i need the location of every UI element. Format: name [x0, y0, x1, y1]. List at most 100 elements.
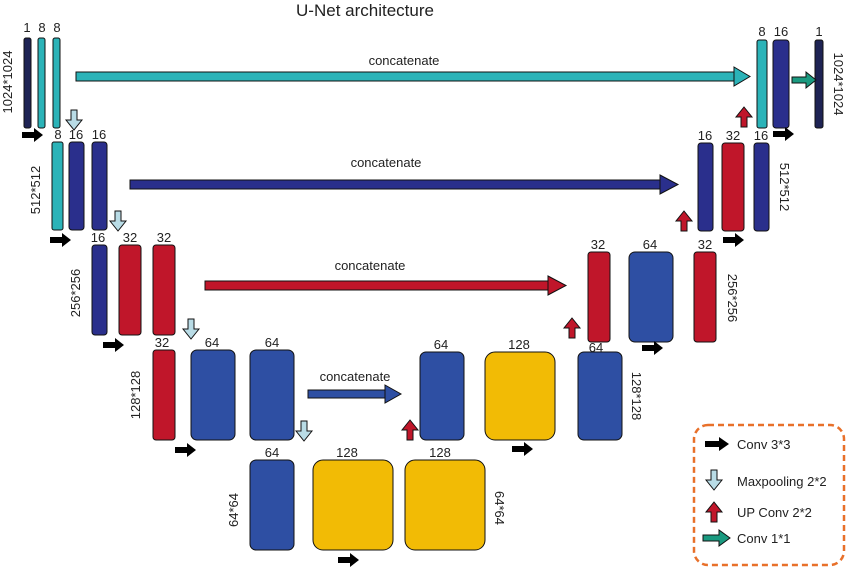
- bottleneck-level: 64 128 128 64*64 64*64: [226, 445, 507, 551]
- upconv-arrow-icon: [734, 106, 754, 128]
- feature-map: [772, 39, 790, 129]
- concat-arrow-shaft: [75, 71, 737, 82]
- encoder-level-4: 32 64 64 128*128: [128, 335, 295, 441]
- feature-map: [312, 459, 394, 551]
- size-label: 64*64: [492, 491, 507, 525]
- feature-map: [693, 251, 717, 343]
- encoder-level-3: 16 32 32 256*256: [68, 230, 176, 336]
- channel-label: 8: [54, 127, 61, 142]
- channel-label: 16: [69, 127, 83, 142]
- feature-map: [190, 349, 236, 441]
- size-label: 256*256: [725, 274, 740, 322]
- legend: Conv 3*3 Maxpooling 2*2 UP Conv 2*2 Conv…: [692, 423, 846, 567]
- concat-arrow-shaft: [129, 179, 663, 190]
- feature-map: [756, 39, 768, 129]
- maxpool-arrow-icon: [108, 210, 128, 232]
- channel-label: 32: [123, 230, 137, 245]
- feature-map: [118, 244, 142, 336]
- upconv-arrow-icon: [400, 419, 420, 441]
- conv1x1-arrow-icon: [791, 70, 817, 90]
- maxpool-arrow-icon: [181, 318, 201, 340]
- conv-arrow-icon: [338, 553, 359, 567]
- feature-map: [249, 349, 295, 441]
- conv-arrow-icon: [22, 128, 43, 142]
- feature-map: [37, 37, 46, 129]
- legend-conv1x1-icon: [702, 529, 731, 547]
- channel-label: 16: [774, 24, 788, 39]
- maxpool-arrow-icon: [64, 109, 84, 131]
- concat-arrow-shaft: [307, 389, 388, 399]
- maxpool-arrows: [64, 109, 314, 442]
- size-label: 512*512: [777, 163, 792, 211]
- size-label: 1024*1024: [831, 53, 846, 116]
- channel-label: 128: [336, 445, 358, 460]
- upconv-arrow-icon: [674, 210, 694, 232]
- feature-map: [52, 37, 61, 129]
- feature-map: [814, 39, 824, 129]
- feature-map: [249, 459, 295, 551]
- concat-arrow-head: [547, 275, 568, 296]
- skip-connection-3: concatenate: [204, 258, 568, 296]
- legend-conv-label: Conv 3*3: [737, 437, 790, 452]
- concat-label: concatenate: [320, 369, 391, 384]
- channel-label: 64: [589, 340, 603, 355]
- channel-label: 32: [155, 335, 169, 350]
- feature-map: [91, 244, 108, 336]
- legend-conv-icon: [705, 437, 729, 451]
- concat-arrow-shaft: [204, 280, 551, 291]
- concat-label: concatenate: [351, 155, 422, 170]
- conv-arrow-icon: [773, 127, 794, 141]
- channel-label: 32: [698, 237, 712, 252]
- channel-label: 16: [754, 128, 768, 143]
- feature-map: [152, 244, 176, 336]
- concat-label: concatenate: [369, 53, 440, 68]
- conv-arrow-icon: [175, 443, 196, 457]
- legend-conv1x1-label: Conv 1*1: [737, 531, 790, 546]
- feature-map: [152, 349, 176, 441]
- feature-map: [721, 142, 745, 232]
- channel-label: 64: [205, 335, 219, 350]
- feature-map: [404, 459, 486, 551]
- channel-label: 64: [434, 337, 448, 352]
- channel-label: 16: [91, 230, 105, 245]
- channel-label: 32: [726, 128, 740, 143]
- legend-maxpool-icon: [704, 469, 724, 491]
- skip-connection-1: concatenate: [75, 53, 751, 87]
- concat-arrow-head: [384, 384, 403, 404]
- encoder-level-2: 8 16 16 512*512: [28, 127, 108, 231]
- channel-label: 64: [643, 237, 657, 252]
- feature-map: [697, 142, 714, 232]
- feature-map: [23, 37, 32, 129]
- conv-arrow-icon: [642, 341, 663, 355]
- feature-map: [628, 251, 674, 343]
- channel-label: 64: [265, 445, 279, 460]
- channel-label: 1: [23, 20, 30, 35]
- channel-label: 16: [698, 128, 712, 143]
- channel-label: 8: [758, 24, 765, 39]
- concat-arrow-head: [659, 174, 680, 195]
- channel-label: 8: [38, 20, 45, 35]
- size-label: 512*512: [28, 166, 43, 214]
- size-label: 64*64: [226, 493, 241, 527]
- channel-label: 128: [508, 337, 530, 352]
- channel-label: 1: [815, 24, 822, 39]
- encoder-level-1: 1 8 8 1024*1024: [0, 20, 61, 129]
- feature-map: [51, 141, 64, 231]
- concat-label: concatenate: [335, 258, 406, 273]
- skip-connection-4: concatenate: [307, 369, 403, 404]
- legend-upconv-icon: [704, 501, 724, 523]
- maxpool-arrow-icon: [294, 420, 314, 442]
- channel-label: 32: [157, 230, 171, 245]
- conv-arrow-icon: [512, 442, 533, 456]
- legend-maxpool-label: Maxpooling 2*2: [737, 474, 827, 489]
- upconv-arrows: [400, 106, 754, 441]
- size-label: 256*256: [68, 269, 83, 317]
- channel-label: 32: [591, 237, 605, 252]
- conv-arrow-icon: [723, 233, 744, 247]
- channel-label: 8: [53, 20, 60, 35]
- decoder-level-2: 16 32 16 512*512: [697, 128, 792, 232]
- conv1x1-arrow: [791, 70, 817, 90]
- feature-map: [68, 141, 85, 231]
- feature-map: [577, 351, 623, 441]
